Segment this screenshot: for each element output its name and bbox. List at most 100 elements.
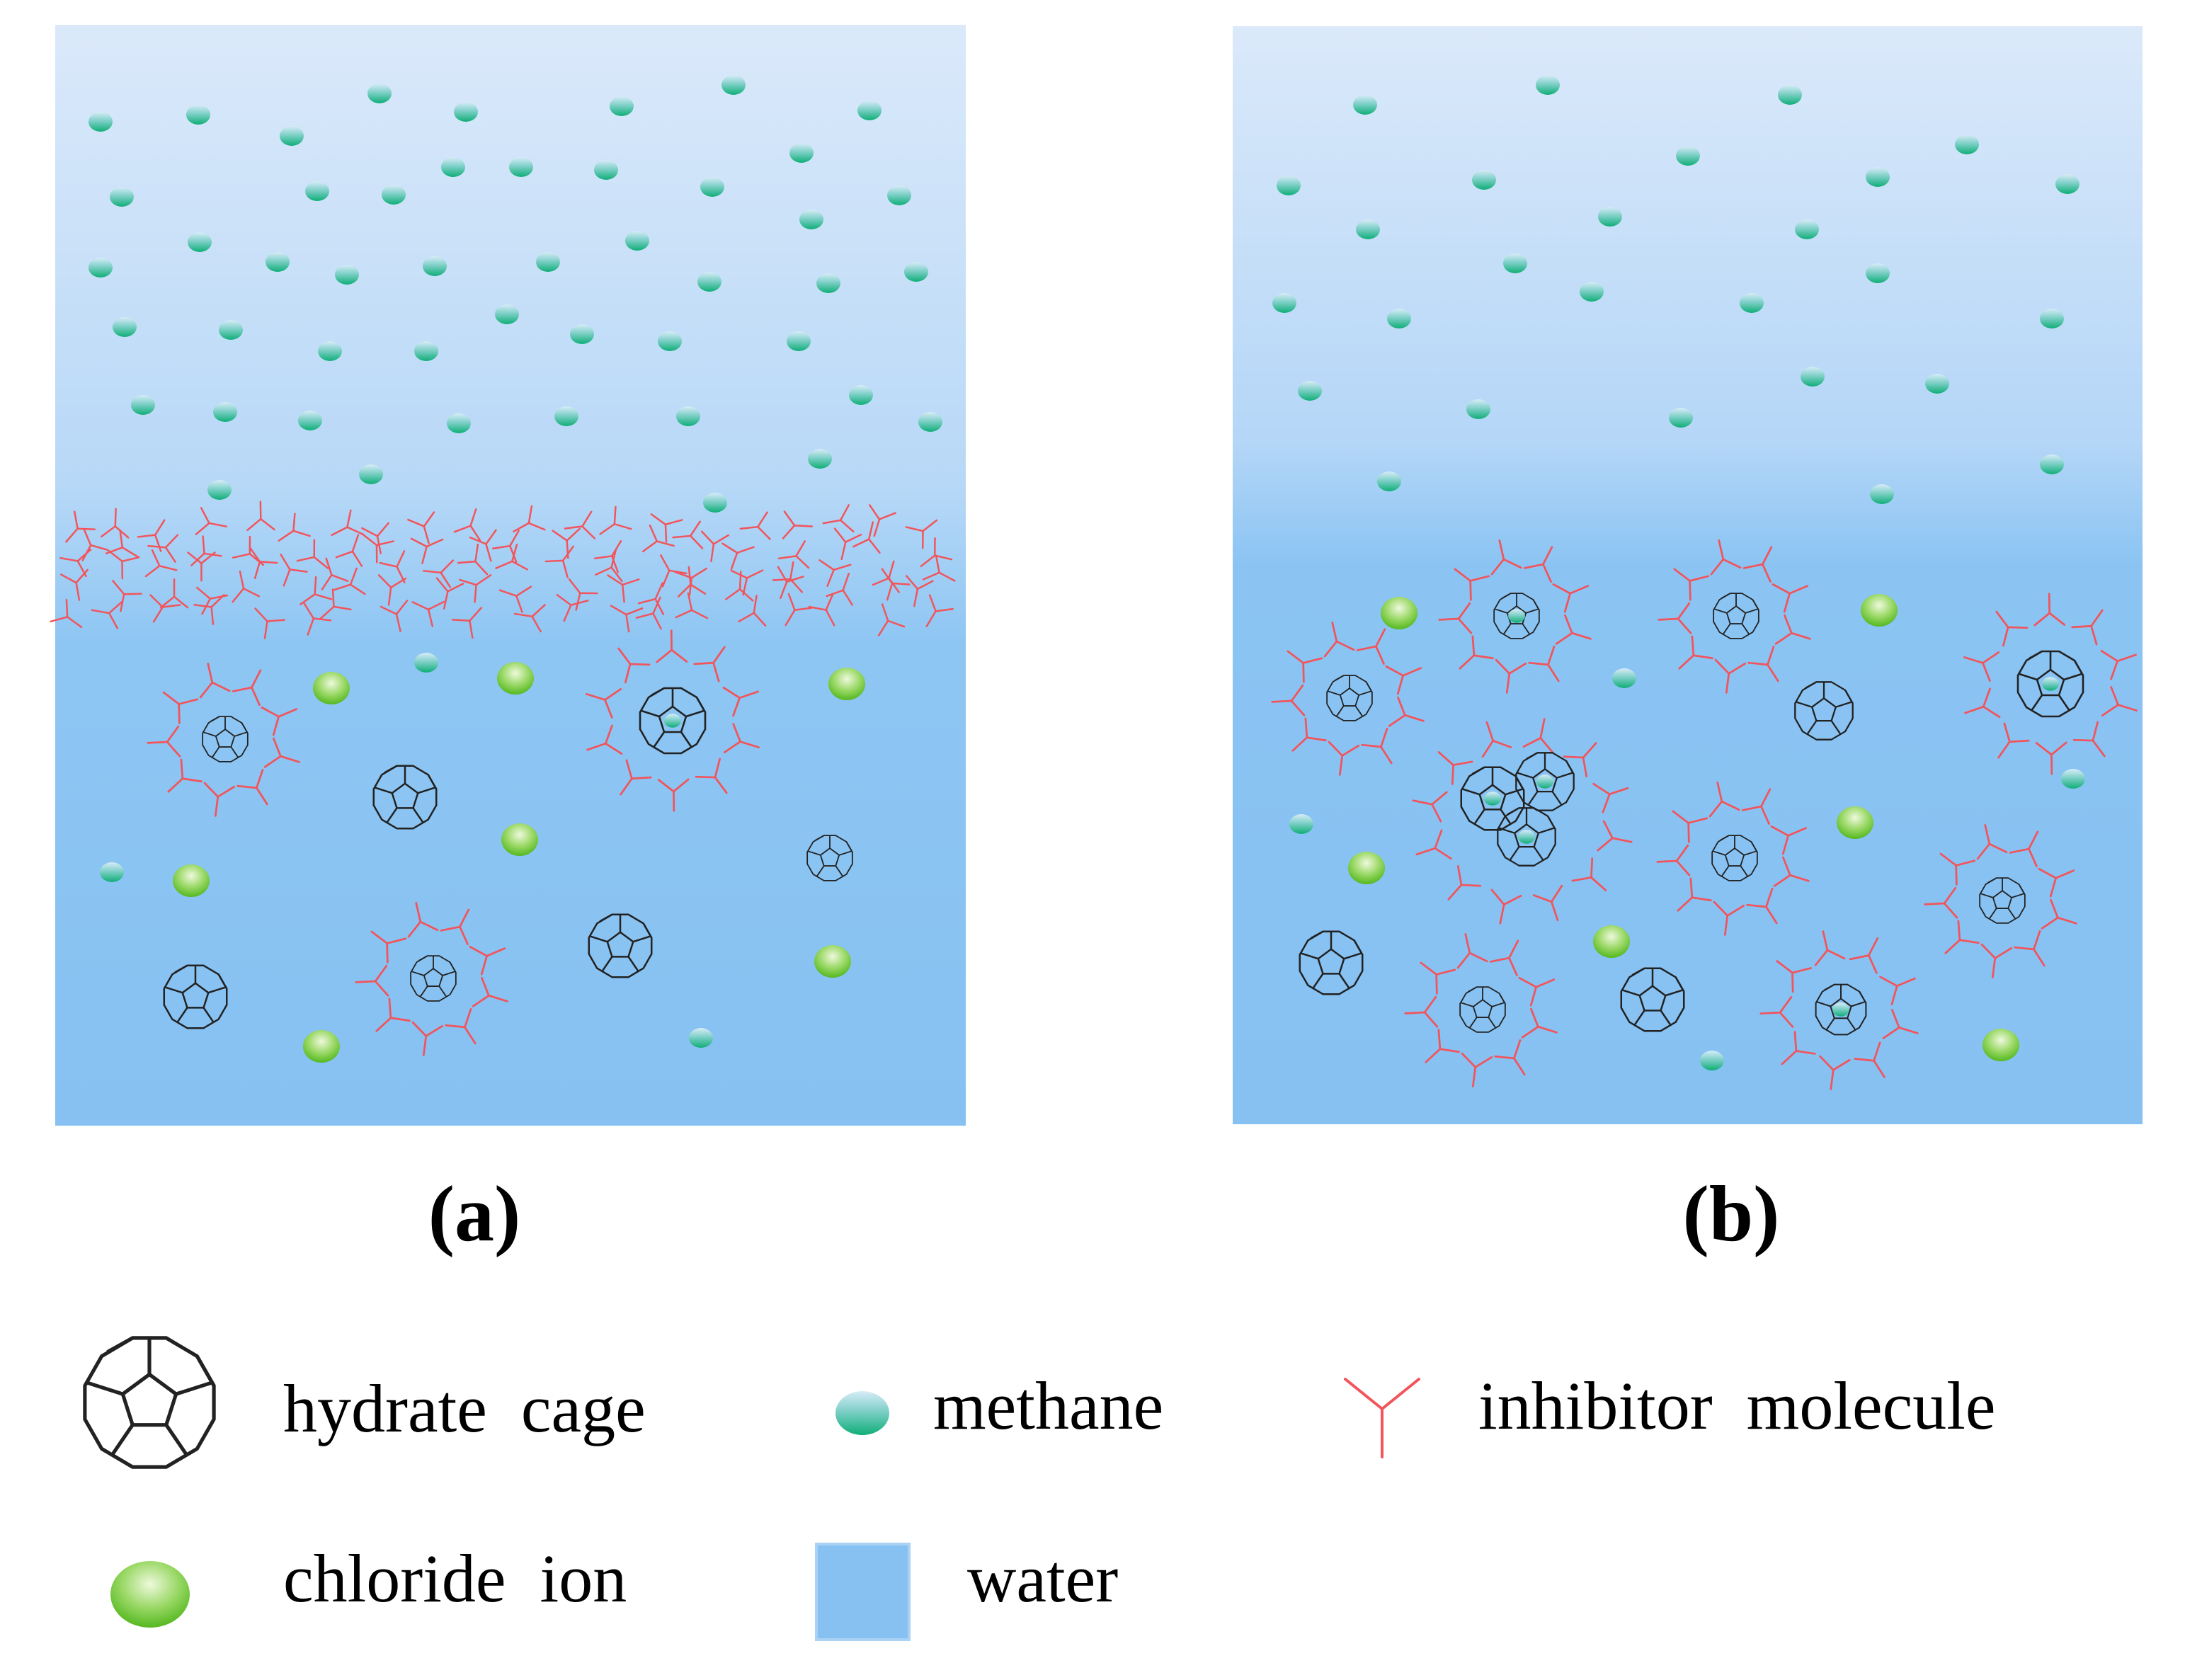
methane-molecule — [280, 126, 304, 146]
chloride-ion — [828, 668, 865, 700]
methane-molecule — [2061, 769, 2085, 789]
methane-molecule — [423, 256, 447, 276]
methane-molecule — [1676, 146, 1700, 166]
methane-molecule — [1356, 219, 1380, 239]
methane-molecule — [1580, 282, 1604, 302]
methane-molecule — [219, 320, 243, 340]
methane-molecule — [1866, 167, 1890, 187]
chloride-ion — [1983, 1029, 2019, 1061]
panel-label-b: (b) — [1683, 1170, 1780, 1258]
methane-molecule — [367, 84, 392, 103]
methane-molecule — [1870, 484, 1894, 504]
panel-b: (b) — [1233, 26, 2143, 1258]
methane-molecule — [495, 304, 519, 324]
chloride-ion — [497, 662, 534, 695]
chloride-ion — [1593, 925, 1630, 958]
methane-molecule — [536, 252, 560, 272]
methane-molecule — [808, 449, 832, 469]
methane-molecule — [382, 185, 406, 205]
chloride-ion — [501, 823, 538, 856]
methane-molecule — [1832, 1002, 1849, 1017]
methane-molecule — [1503, 253, 1527, 273]
methane-molecule — [1801, 367, 1825, 387]
legend-label-water: water — [967, 1541, 1118, 1616]
methane-molecule — [1536, 75, 1560, 95]
methane-molecule — [188, 232, 212, 252]
methane-molecule — [113, 317, 137, 337]
methane-molecule — [207, 480, 232, 500]
methane-molecule — [454, 102, 478, 122]
methane-molecule — [1277, 176, 1301, 195]
legend-label-methane: methane — [933, 1368, 1163, 1444]
methane-molecule — [305, 181, 329, 201]
methane-molecule — [857, 101, 882, 120]
methane-molecule — [849, 385, 873, 405]
methane-molecule — [509, 157, 533, 177]
methane-molecule — [1472, 170, 1496, 190]
panel-label-a: (a) — [428, 1170, 521, 1258]
methane-molecule — [1289, 814, 1313, 834]
legend: hydrate cage methane inhibitor molecule … — [85, 1338, 1996, 1641]
legend-item-chloride: chloride ion — [110, 1541, 627, 1628]
water-box-b — [1233, 26, 2143, 1124]
methane-molecule — [441, 157, 465, 177]
methane-molecule — [1536, 775, 1553, 789]
legend-item-inhibitor: inhibitor molecule — [1344, 1368, 1996, 1458]
methane-molecule — [1795, 219, 1819, 239]
methane-molecule — [1518, 830, 1535, 844]
chloride-ion — [1381, 597, 1417, 629]
methane-molecule — [1612, 668, 1636, 688]
methane-molecule — [1740, 293, 1764, 313]
chloride-ion — [1861, 594, 1898, 627]
methane-molecule — [570, 324, 594, 344]
panel-a: (a) — [50, 25, 966, 1258]
methane-molecule — [816, 273, 840, 293]
methane-molecule — [1598, 207, 1622, 227]
methane-molecule — [700, 177, 724, 197]
methane-molecule — [1669, 408, 1693, 428]
methane-molecule — [1353, 95, 1377, 115]
methane-molecule — [447, 413, 471, 433]
methane-molecule — [1866, 263, 1890, 283]
methane-molecule — [1387, 309, 1411, 328]
methane-molecule — [2055, 174, 2080, 194]
methane-molecule — [789, 143, 814, 163]
methane-molecule — [1377, 472, 1401, 491]
chloride-ion — [1348, 852, 1385, 884]
legend-label-chloride: chloride ion — [283, 1541, 627, 1616]
legend-item-hydrate-cage: hydrate cage — [85, 1338, 646, 1467]
legend-label-inhibitor: inhibitor molecule — [1478, 1368, 1996, 1444]
methane-group-b — [1272, 75, 2085, 1070]
methane-molecule — [554, 406, 578, 426]
methane-molecule — [414, 653, 438, 673]
methane-molecule — [266, 252, 290, 272]
methane-molecule — [594, 160, 618, 180]
methane-molecule — [186, 105, 210, 125]
methane-molecule — [89, 112, 113, 132]
chloride-group-a — [173, 662, 865, 1063]
methane-molecule — [359, 464, 383, 484]
methane-molecule — [2040, 309, 2064, 328]
methane-molecule — [799, 210, 823, 229]
methane-molecule — [1700, 1051, 1724, 1070]
methane-molecule — [1955, 135, 1979, 154]
methane-molecule — [904, 262, 928, 282]
chloride-ion — [313, 672, 350, 704]
methane-molecule — [131, 395, 155, 415]
methane-molecule — [1298, 381, 1322, 401]
methane-molecule — [89, 258, 113, 278]
chloride-ion — [173, 864, 210, 897]
methane-molecule — [787, 331, 811, 351]
hydrate-cage-group-b — [1270, 536, 2143, 1092]
methane-molecule — [664, 714, 681, 728]
methane-molecule — [1925, 374, 1949, 394]
legend-label-hydrate-cage: hydrate cage — [283, 1371, 646, 1446]
methane-molecule — [2040, 455, 2064, 474]
methane-molecule — [2042, 677, 2059, 691]
methane-molecule — [1508, 609, 1525, 623]
methane-molecule — [213, 402, 237, 422]
methane-molecule — [703, 493, 727, 513]
methane-molecule — [887, 185, 911, 205]
methane-molecule — [110, 187, 134, 207]
